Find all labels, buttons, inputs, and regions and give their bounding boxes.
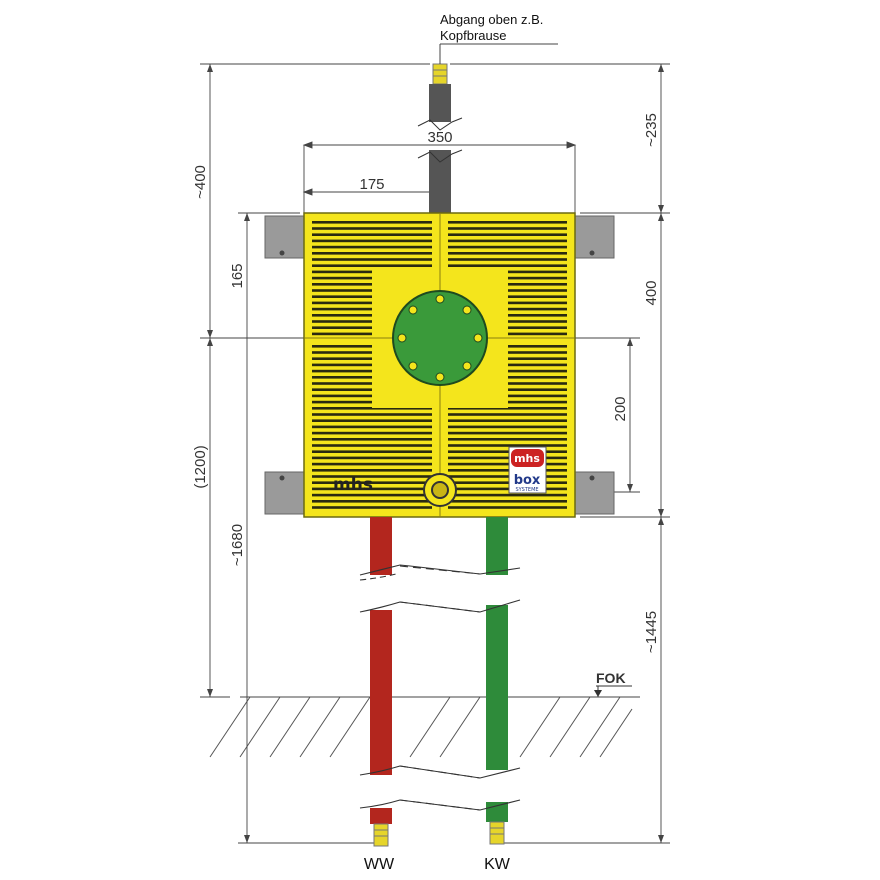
dim-total-to-floor: ~1680 <box>229 524 246 566</box>
vent-slot <box>312 438 432 441</box>
vent-slot <box>448 233 567 236</box>
break-lines <box>359 564 521 811</box>
floor-label: FOK <box>596 670 626 686</box>
dim-box-height: 400 <box>643 280 660 305</box>
top-outlet-leader <box>439 43 558 64</box>
vent-slot <box>448 500 567 503</box>
vent-slot <box>312 450 432 453</box>
vent-slot <box>448 413 567 416</box>
vent-slot <box>312 245 432 249</box>
vent-slot <box>448 444 567 447</box>
dim-half-width: 175 <box>359 176 384 193</box>
vent-slot <box>448 245 567 249</box>
dim-box-to-floor: ~1445 <box>643 611 660 653</box>
vent-slot <box>448 493 567 497</box>
vent-slot <box>448 438 567 441</box>
vent-slot <box>448 252 567 255</box>
box-logo-mid: box <box>514 473 541 488</box>
dim-top-pipe: ~235 <box>643 113 660 147</box>
vent-slot <box>312 227 432 230</box>
vent-slot <box>312 407 432 410</box>
floor-marker <box>594 685 632 697</box>
vent-slot <box>448 431 567 435</box>
top-outlet-label-line1: Abgang oben z.B. <box>440 12 543 27</box>
vent-slot <box>312 258 432 261</box>
top-outlet-label-line2: Kopfbrause <box>440 28 507 43</box>
vent-slot <box>448 481 567 484</box>
vent-slot <box>448 407 567 410</box>
vent-slot <box>312 506 432 509</box>
box-logo-sub: SYSTEME <box>515 487 538 493</box>
vent-slot <box>312 413 432 416</box>
vent-slot <box>448 425 567 429</box>
mhs-logo: mhs <box>333 475 373 495</box>
vent-slot <box>312 469 432 472</box>
dim-width: 350 <box>427 129 452 146</box>
vent-slot <box>448 475 567 478</box>
mhs-box-logo: mhs box SYSTEME <box>508 446 547 494</box>
dim-ref-height: (1200) <box>192 445 209 488</box>
vent-slot <box>312 475 432 478</box>
vent-slot <box>312 500 432 503</box>
hot-pipe-label: WW <box>364 856 395 873</box>
vent-slot <box>312 419 432 422</box>
vent-slot <box>312 264 432 267</box>
vent-slot <box>312 425 432 429</box>
cold-pipe-label: KW <box>484 856 511 873</box>
vent-slot <box>312 456 432 460</box>
vent-slot <box>312 462 432 466</box>
vent-slot <box>448 487 567 491</box>
vent-slot <box>312 444 432 447</box>
vent-slot <box>448 506 567 509</box>
vent-slot <box>448 462 567 466</box>
vent-slot <box>448 239 567 243</box>
dimension-arrows <box>207 64 664 843</box>
center-flange <box>392 290 488 386</box>
vent-slot <box>448 469 567 472</box>
vent-slot <box>312 252 432 255</box>
floor-hatch <box>209 696 640 758</box>
mounting-brackets <box>264 215 615 515</box>
vent-slot <box>312 233 432 236</box>
bottom-flange <box>423 473 457 507</box>
cold-water-pipe <box>486 517 508 845</box>
dimension-lines-right <box>450 63 670 844</box>
dim-overall-height: ~400 <box>192 165 209 199</box>
vent-slot <box>312 481 432 484</box>
vent-slot <box>448 456 567 460</box>
vent-slot <box>312 239 432 243</box>
dim-upper-part: 165 <box>229 263 246 288</box>
vent-slot <box>312 487 432 491</box>
vent-slot <box>448 227 567 230</box>
vent-slot <box>448 264 567 267</box>
vent-slot <box>448 221 567 224</box>
vent-slot <box>312 431 432 435</box>
top-outlet-pipe <box>417 63 463 214</box>
hot-water-pipe <box>370 517 392 847</box>
vent-slot <box>448 419 567 422</box>
vent-slot <box>312 493 432 497</box>
vent-slot <box>312 221 432 224</box>
vent-slot <box>448 450 567 453</box>
vent-slot <box>448 258 567 261</box>
dim-center-to-bottom: 200 <box>612 396 629 421</box>
box-logo-top: mhs <box>514 452 540 465</box>
